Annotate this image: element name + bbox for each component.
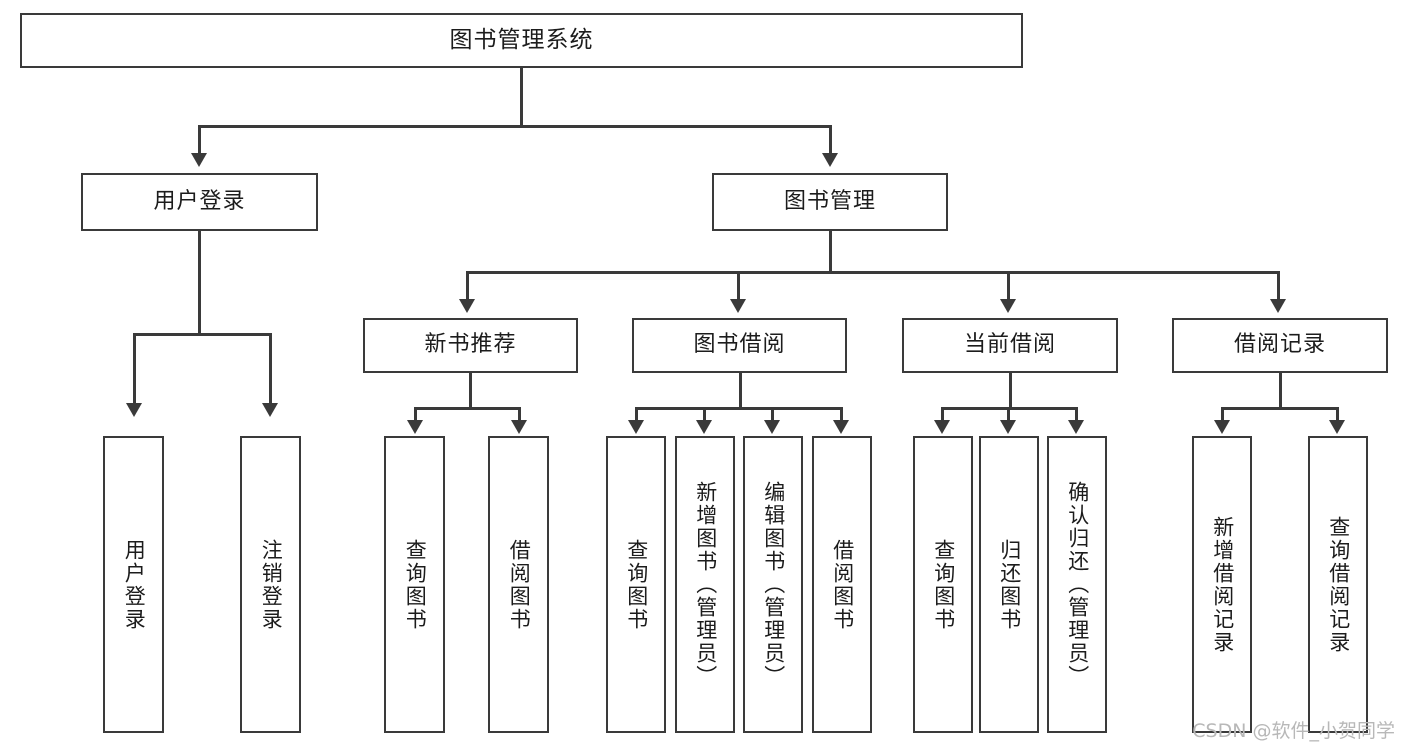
- leaf-label: 确认归还（管理员）: [1065, 481, 1090, 688]
- node-book-management[interactable]: 图书管理: [712, 173, 948, 231]
- leaf-current-borrow-return-book[interactable]: 归还图书: [979, 436, 1039, 733]
- connector-book-borrow-drop-2: [703, 407, 706, 421]
- node-new-book-recommend[interactable]: 新书推荐: [363, 318, 578, 373]
- leaf-current-borrow-query-book[interactable]: 查询图书: [913, 436, 973, 733]
- node-current-borrow-label: 当前借阅: [963, 332, 1056, 358]
- node-user-login[interactable]: 用户登录: [81, 173, 318, 231]
- arrow-borrow-record-leaf-2: [1329, 420, 1345, 434]
- leaf-book-borrow-edit-book-admin[interactable]: 编辑图书（管理员）: [743, 436, 803, 733]
- leaf-label: 查询借阅记录: [1326, 515, 1351, 654]
- node-user-login-label: 用户登录: [153, 188, 246, 214]
- connector-current-borrow-trunk: [1009, 373, 1012, 407]
- arrow-current-borrow-leaf-1: [934, 420, 950, 434]
- connector-book-manage-trunk: [829, 231, 832, 271]
- arrow-new-book-leaf-1: [407, 420, 423, 434]
- connector-root-bus: [198, 125, 832, 128]
- connector-new-book-drop-2: [518, 407, 521, 421]
- leaf-label: 借阅图书: [507, 538, 532, 631]
- connector-book-borrow-drop-4: [840, 407, 843, 421]
- node-book-borrow-label: 图书借阅: [693, 332, 786, 358]
- connector-root-trunk: [520, 68, 523, 125]
- leaf-new-book-borrow-book[interactable]: 借阅图书: [488, 436, 549, 733]
- arrow-new-book-leaf-2: [511, 420, 527, 434]
- arrow-book-borrow-leaf-2: [696, 420, 712, 434]
- node-borrow-record-label: 借阅记录: [1233, 332, 1326, 358]
- arrow-root-to-user-login: [191, 153, 207, 167]
- connector-book-manage-drop-3: [1007, 271, 1010, 299]
- node-new-book-recommend-label: 新书推荐: [424, 332, 517, 358]
- connector-current-borrow-drop-1: [941, 407, 944, 421]
- leaf-label: 新增借阅记录: [1210, 515, 1235, 654]
- leaf-new-book-query-book[interactable]: 查询图书: [384, 436, 445, 733]
- arrow-root-to-book-manage: [822, 153, 838, 167]
- leaf-borrow-record-query-record[interactable]: 查询借阅记录: [1308, 436, 1368, 733]
- connector-root-to-user-login: [198, 125, 201, 153]
- connector-book-borrow-drop-1: [635, 407, 638, 421]
- connector-book-borrow-trunk: [739, 373, 742, 407]
- connector-user-login-trunk: [198, 231, 201, 333]
- connector-borrow-record-drop-2: [1336, 407, 1339, 421]
- connector-user-login-bus: [133, 333, 272, 336]
- connector-book-manage-drop-4: [1277, 271, 1280, 299]
- arrow-user-login-leaf-1: [126, 403, 142, 417]
- arrow-book-borrow-leaf-1: [628, 420, 644, 434]
- leaf-book-borrow-add-book-admin[interactable]: 新增图书（管理员）: [675, 436, 735, 733]
- leaf-book-borrow-query-book[interactable]: 查询图书: [606, 436, 666, 733]
- connector-new-book-trunk: [469, 373, 472, 407]
- leaf-user-login-logout[interactable]: 注销登录: [240, 436, 301, 733]
- arrow-borrow-record-leaf-1: [1214, 420, 1230, 434]
- leaf-label: 查询图书: [931, 538, 956, 631]
- leaf-label: 查询图书: [403, 538, 428, 631]
- leaf-user-login-user-login[interactable]: 用户登录: [103, 436, 164, 733]
- connector-book-manage-drop-1: [466, 271, 469, 299]
- leaf-label: 查询图书: [624, 538, 649, 631]
- connector-book-borrow-drop-3: [771, 407, 774, 421]
- leaf-label: 编辑图书（管理员）: [761, 481, 786, 688]
- leaf-label: 注销登录: [259, 538, 284, 631]
- connector-borrow-record-drop-1: [1221, 407, 1224, 421]
- connector-root-to-book-manage: [829, 125, 832, 153]
- leaf-label: 借阅图书: [830, 538, 855, 631]
- arrow-book-borrow-leaf-3: [764, 420, 780, 434]
- leaf-current-borrow-confirm-return-admin[interactable]: 确认归还（管理员）: [1047, 436, 1107, 733]
- arrow-book-manage-to-current-borrow: [1000, 299, 1016, 313]
- connector-borrow-record-bus: [1221, 407, 1339, 410]
- connector-book-manage-bus: [466, 271, 1280, 274]
- arrow-book-manage-to-borrow-record: [1270, 299, 1286, 313]
- leaf-book-borrow-borrow-book[interactable]: 借阅图书: [812, 436, 872, 733]
- node-root-book-management-system[interactable]: 图书管理系统: [20, 13, 1023, 68]
- connector-current-borrow-drop-3: [1075, 407, 1078, 421]
- arrow-current-borrow-leaf-2: [1000, 420, 1016, 434]
- arrow-current-borrow-leaf-3: [1068, 420, 1084, 434]
- connector-user-login-drop-2: [269, 333, 272, 403]
- connector-book-borrow-bus: [635, 407, 843, 410]
- node-book-borrow[interactable]: 图书借阅: [632, 318, 847, 373]
- leaf-label: 归还图书: [997, 538, 1022, 631]
- connector-current-borrow-bus: [941, 407, 1078, 410]
- arrow-book-borrow-leaf-4: [833, 420, 849, 434]
- connector-borrow-record-trunk: [1279, 373, 1282, 407]
- connector-new-book-bus: [414, 407, 521, 410]
- node-borrow-record[interactable]: 借阅记录: [1172, 318, 1388, 373]
- leaf-label: 新增图书（管理员）: [693, 481, 718, 688]
- node-root-label: 图书管理系统: [449, 26, 594, 53]
- leaf-borrow-record-add-record[interactable]: 新增借阅记录: [1192, 436, 1252, 733]
- arrow-book-manage-to-new-book: [459, 299, 475, 313]
- connector-new-book-drop-1: [414, 407, 417, 421]
- connector-book-manage-drop-2: [737, 271, 740, 299]
- node-book-management-label: 图书管理: [783, 188, 876, 214]
- csdn-watermark: CSDN @软件_小贺同学: [1192, 720, 1395, 742]
- arrow-book-manage-to-book-borrow: [730, 299, 746, 313]
- node-current-borrow[interactable]: 当前借阅: [902, 318, 1118, 373]
- leaf-label: 用户登录: [122, 538, 147, 631]
- connector-user-login-drop-1: [133, 333, 136, 403]
- arrow-user-login-leaf-2: [262, 403, 278, 417]
- connector-current-borrow-drop-2: [1007, 407, 1010, 421]
